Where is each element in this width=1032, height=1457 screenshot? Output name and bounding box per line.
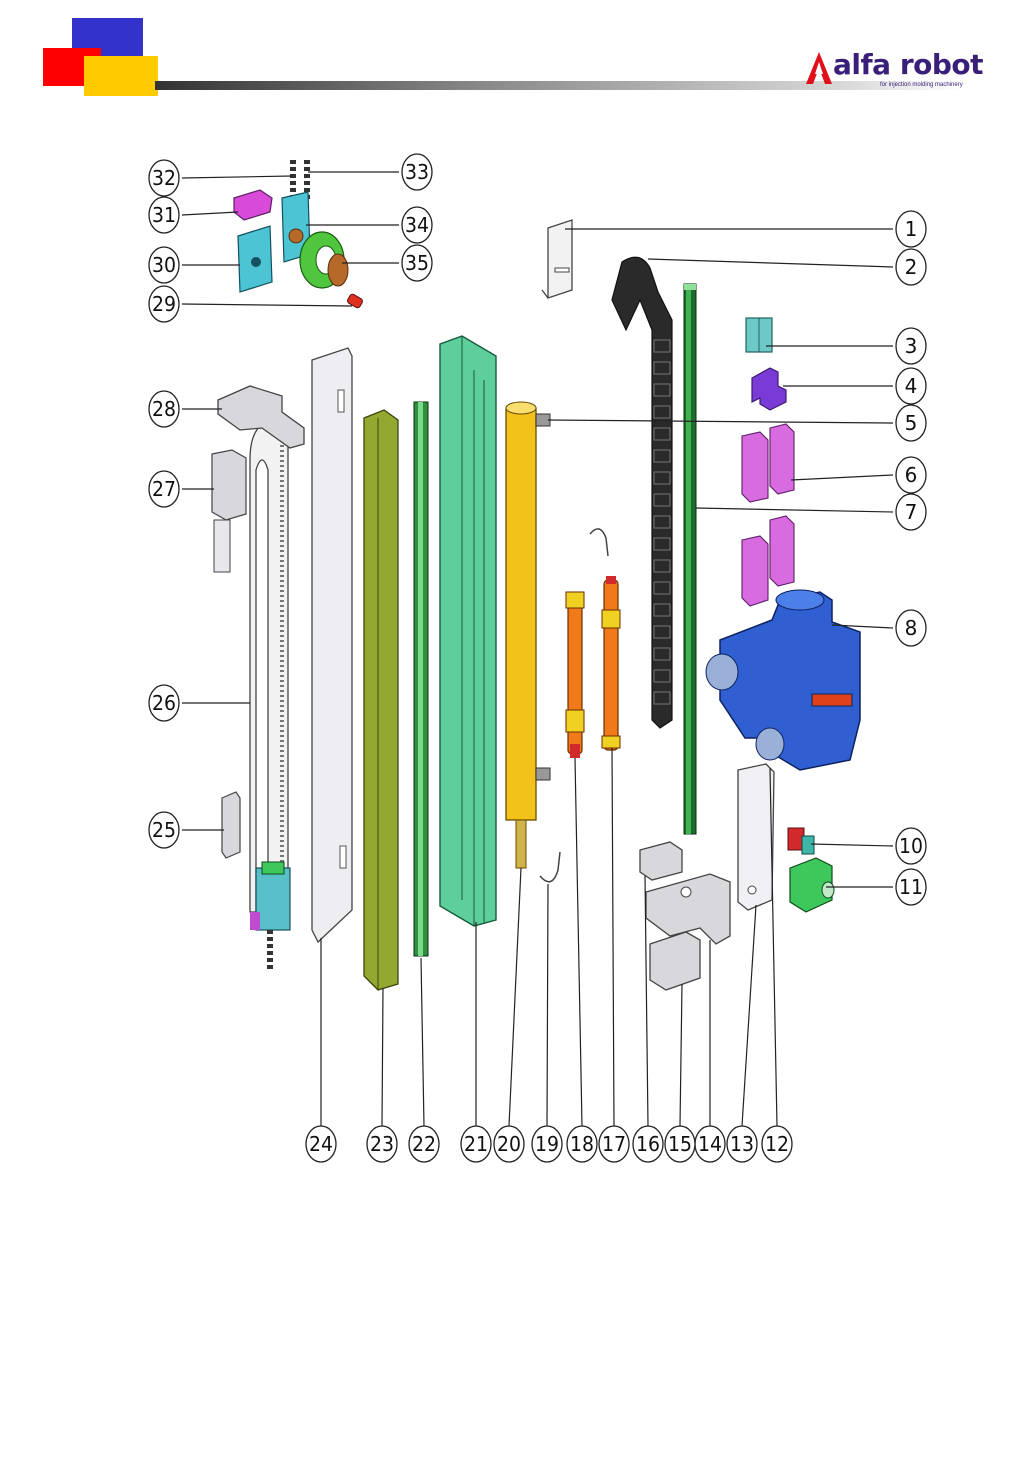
- callout-label-14: 14: [698, 1132, 722, 1156]
- part-35-pulley-gear: [300, 232, 348, 288]
- leader-line-6: [791, 475, 893, 480]
- leader-line-15: [680, 984, 682, 1126]
- callout-label-28: 28: [152, 397, 176, 421]
- part-4-purple-bracket: [752, 368, 786, 410]
- part-25-small-plate: [222, 792, 240, 858]
- callout-label-31: 31: [152, 203, 176, 227]
- leader-line-31: [182, 212, 238, 215]
- part-6-magenta-blocks: [742, 424, 794, 606]
- callout-label-19: 19: [535, 1132, 559, 1156]
- callout-label-34: 34: [405, 213, 429, 237]
- callout-label-11: 11: [899, 875, 923, 899]
- part-17-shock-absorber: [602, 576, 620, 750]
- callout-label-25: 25: [152, 818, 176, 842]
- leader-line-19: [547, 884, 548, 1126]
- callout-label-5: 5: [905, 411, 918, 435]
- leader-line-18: [575, 758, 582, 1126]
- part-16-small-block: [640, 842, 682, 880]
- callout-label-24: 24: [309, 1132, 333, 1156]
- part-2-cable-chain: [612, 257, 672, 728]
- callout-label-20: 20: [497, 1132, 521, 1156]
- belt-clamp-assembly: [250, 862, 290, 972]
- part-27-bracket: [212, 450, 246, 572]
- callout-label-26: 26: [152, 691, 176, 715]
- callout-label-12: 12: [765, 1132, 789, 1156]
- part-30-teal-plate: [238, 226, 272, 292]
- callout-label-1: 1: [905, 217, 918, 241]
- callout-label-30: 30: [152, 253, 176, 277]
- callout-label-21: 21: [464, 1132, 488, 1156]
- part-7-linear-rail: [684, 284, 696, 834]
- part-22-guide-rail: [414, 402, 428, 956]
- leader-line-29: [182, 304, 352, 306]
- callout-label-32: 32: [152, 166, 176, 190]
- callout-label-6: 6: [905, 463, 918, 487]
- callout-label-8: 8: [905, 616, 918, 640]
- callout-label-10: 10: [899, 834, 923, 858]
- part-21-main-profile: [440, 336, 496, 926]
- leader-line-5: [548, 420, 893, 423]
- callout-label-3: 3: [905, 334, 918, 358]
- part-10-sensor-block: [788, 828, 814, 854]
- part-13-vertical-plate: [738, 764, 774, 910]
- callout-label-22: 22: [412, 1132, 436, 1156]
- part-24-cover-plate: [312, 348, 352, 942]
- leader-line-2: [648, 259, 893, 267]
- callout-label-16: 16: [636, 1132, 660, 1156]
- part-1-bracket: [542, 220, 572, 298]
- part-26-timing-belt: [250, 420, 288, 912]
- part-20-air-cylinder: [506, 402, 550, 868]
- leader-line-20: [509, 868, 521, 1126]
- callout-label-2: 2: [905, 255, 918, 279]
- callout-label-15: 15: [668, 1132, 692, 1156]
- callout-label-18: 18: [570, 1132, 594, 1156]
- callout-label-4: 4: [905, 374, 918, 398]
- callout-label-23: 23: [370, 1132, 394, 1156]
- leader-line-23: [382, 988, 383, 1126]
- leader-line-13: [742, 905, 756, 1126]
- callout-label-29: 29: [152, 292, 176, 316]
- part-31-magenta-block: [234, 190, 272, 220]
- leader-line-7: [696, 508, 893, 512]
- callout-label-13: 13: [730, 1132, 754, 1156]
- leader-line-32: [182, 176, 292, 178]
- leader-line-10: [811, 844, 893, 846]
- leader-line-17: [612, 748, 614, 1126]
- part-18-shock-absorber: [566, 592, 584, 758]
- callout-label-35: 35: [405, 251, 429, 275]
- leader-line-22: [421, 958, 424, 1126]
- part-3-clamp: [746, 318, 772, 352]
- callout-label-27: 27: [152, 477, 176, 501]
- part-23-olive-profile: [364, 410, 398, 990]
- part-8-slide-body: [706, 590, 860, 770]
- part-11-mini-cylinder: [790, 858, 834, 912]
- part-15-block: [650, 932, 700, 990]
- callout-label-17: 17: [602, 1132, 626, 1156]
- callout-label-33: 33: [405, 160, 429, 184]
- callout-label-7: 7: [905, 500, 918, 524]
